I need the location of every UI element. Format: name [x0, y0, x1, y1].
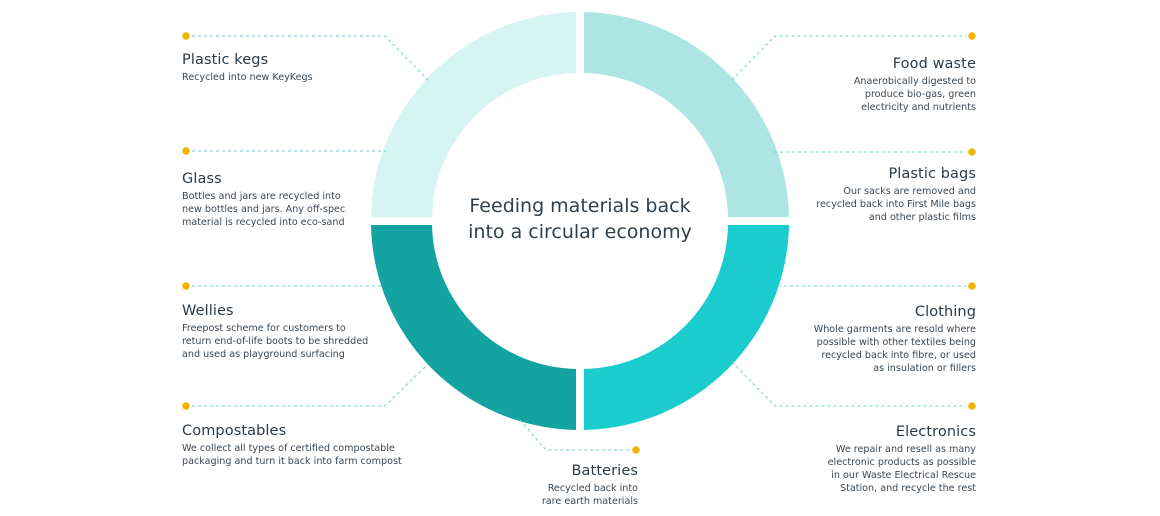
desc-line: material is recycled into eco-sand [182, 217, 345, 228]
desc-line: We collect all types of certified compos… [182, 443, 395, 454]
ring-segment-top-right [584, 12, 789, 217]
desc-line: Recycled into new KeyKegs [182, 72, 313, 83]
dot-electronics [966, 400, 978, 412]
desc-line: and used as playground surfacing [182, 349, 345, 360]
label-title: Wellies [182, 303, 234, 319]
desc-line: produce bio-gas, green [864, 89, 976, 100]
label-batteries: Batteries Recycled back into rare earth … [418, 463, 638, 508]
leader-batteries [519, 419, 636, 451]
desc-line: return end-of-life boots to be shredded [182, 336, 369, 347]
dot-batteries [630, 444, 642, 456]
desc-line: We repair and resell as many [835, 444, 976, 455]
desc-line: Freepost scheme for customers to [182, 323, 346, 334]
label-description: We collect all types of certified compos… [182, 442, 442, 468]
label-food-waste: Food waste Anaerobically digested to pro… [736, 56, 976, 114]
dot-food-waste [966, 30, 978, 42]
label-description: Our sacks are removed and recycled back … [736, 185, 976, 224]
label-description: Bottles and jars are recycled into new b… [182, 190, 422, 229]
center-title-line-2: into a circular economy [468, 221, 692, 243]
desc-line: electricity and nutrients [861, 102, 976, 113]
dot-compostables [180, 400, 192, 412]
label-wellies: Wellies Freepost scheme for customers to… [182, 303, 432, 361]
label-title: Electronics [895, 424, 976, 440]
desc-line: Recycled back into [547, 483, 638, 494]
label-glass: Glass Bottles and jars are recycled into… [182, 171, 422, 229]
label-title: Plastic bags [888, 166, 976, 182]
label-description: Recycled back into rare earth materials [418, 482, 638, 508]
desc-line: recycled back into First Mile bags [816, 199, 976, 210]
ring-segment-bottom-left [371, 225, 576, 430]
label-title: Glass [182, 171, 222, 187]
label-electronics: Electronics We repair and resell as many… [736, 424, 976, 495]
center-title: Feeding materials back into a circular e… [440, 193, 720, 245]
label-title: Plastic kegs [182, 52, 269, 68]
desc-line: electronic products as possible [827, 457, 976, 468]
ring-segment-top-left [371, 12, 576, 217]
desc-line: Anaerobically digested to [853, 76, 976, 87]
label-description: Whole garments are resold where possible… [736, 323, 976, 375]
label-title: Clothing [914, 304, 976, 320]
desc-line: Our sacks are removed and [843, 186, 976, 197]
label-plastic-bags: Plastic bags Our sacks are removed and r… [736, 166, 976, 224]
label-plastic-kegs: Plastic kegs Recycled into new KeyKegs [182, 52, 422, 84]
desc-line: recycled back into fibre, or used [821, 350, 976, 361]
leader-compostables [186, 363, 429, 407]
dot-plastic-kegs [180, 30, 192, 42]
desc-line: and other plastic films [868, 212, 976, 223]
label-description: Anaerobically digested to produce bio-ga… [736, 75, 976, 114]
label-description: Freepost scheme for customers to return … [182, 322, 432, 361]
ring-segment-bottom-right [584, 225, 789, 430]
label-compostables: Compostables We collect all types of cer… [182, 423, 442, 468]
desc-line: as insulation or fillers [873, 363, 976, 374]
dot-glass [180, 145, 192, 157]
leader-plastic-kegs [186, 35, 429, 81]
label-clothing: Clothing Whole garments are resold where… [736, 304, 976, 375]
desc-line: rare earth materials [541, 496, 638, 507]
label-title: Compostables [182, 423, 287, 439]
dot-plastic-bags [966, 146, 978, 158]
desc-line: Station, and recycle the rest [840, 483, 976, 494]
desc-line: Whole garments are resold where [813, 324, 976, 335]
leader-food-waste [731, 35, 972, 81]
label-description: We repair and resell as many electronic … [736, 443, 976, 495]
desc-line: new bottles and jars. Any off-spec [182, 204, 346, 215]
center-title-line-1: Feeding materials back [469, 195, 691, 217]
desc-line: in our Waste Electrical Rescue [831, 470, 976, 481]
label-description: Recycled into new KeyKegs [182, 71, 422, 84]
desc-line: Bottles and jars are recycled into [182, 191, 341, 202]
desc-line: possible with other textiles being [816, 337, 976, 348]
dot-clothing [966, 280, 978, 292]
leader-electronics [731, 361, 972, 407]
desc-line: packaging and turn it back into farm com… [182, 456, 402, 467]
dot-wellies [180, 280, 192, 292]
label-title: Batteries [571, 463, 638, 479]
label-title: Food waste [892, 56, 976, 72]
